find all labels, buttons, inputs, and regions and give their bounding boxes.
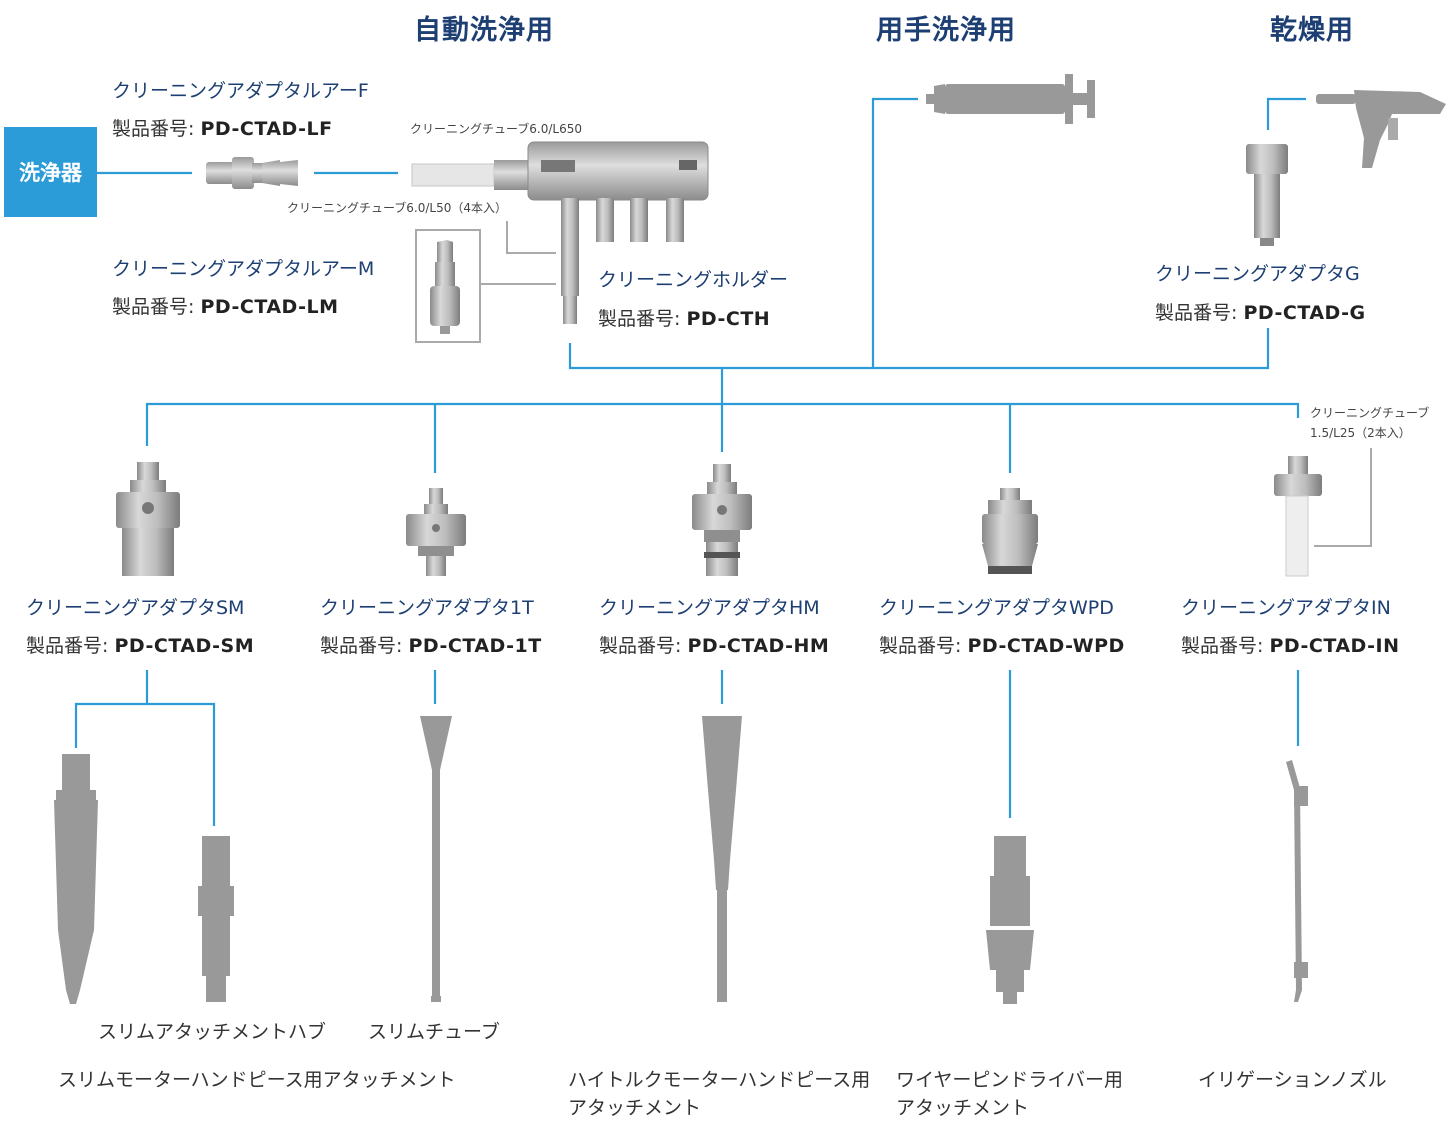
sm-adapter-number: 製品番号: PD-CTAD-SM (26, 635, 255, 657)
1t-adapter-number: 製品番号: PD-CTAD-1T (320, 635, 542, 657)
washer-box: 洗浄器 (4, 127, 97, 217)
high-torque-attachment-image (702, 716, 742, 1002)
caption-high-torque-line1: ハイトルクモーターハンドピース用 (568, 1069, 871, 1091)
1t-adapter-image (406, 488, 466, 576)
holder-name: クリーニングホルダー (598, 269, 789, 291)
luer-f-name: クリーニングアダプタルアーF (112, 80, 369, 102)
1t-adapter-name: クリーニングアダプタ1T (320, 597, 534, 619)
sm-adapter-image (116, 462, 180, 576)
connector-lines (74, 97, 1306, 826)
tube-50-note: クリーニングチューブ6.0/L50（4本入） (287, 201, 507, 215)
caption-high-torque-line2: アタッチメント (568, 1097, 702, 1119)
tube-25-note-line1: クリーニングチューブ (1310, 406, 1430, 420)
g-adapter-image (1246, 144, 1288, 246)
slim-attachment-image (54, 754, 98, 1004)
slim-hub-image (198, 836, 234, 1002)
luer-m-name: クリーニングアダプタルアーM (112, 258, 375, 280)
g-adapter-number: 製品番号: PD-CTAD-G (1155, 302, 1366, 324)
callout-lines (415, 221, 1372, 547)
caption-slim-hub: スリムアタッチメントハブ (98, 1021, 327, 1043)
hm-adapter-number: 製品番号: PD-CTAD-HM (599, 635, 830, 657)
wpd-adapter-name: クリーニングアダプタWPD (879, 597, 1114, 619)
irrigation-nozzle-image (1286, 760, 1308, 1002)
luer-m-adapter-image (430, 240, 460, 334)
section-title-dry: 乾燥用 (1270, 15, 1354, 46)
section-title-manual: 用手洗浄用 (876, 15, 1016, 46)
in-adapter-image (1274, 456, 1322, 577)
slim-tube-image (420, 716, 452, 1002)
luer-f-number: 製品番号: PD-CTAD-LF (112, 118, 333, 140)
wpd-adapter-image (982, 488, 1038, 574)
tube-25-note-line2: 1.5/L25（2本入） (1310, 426, 1411, 440)
caption-wire-driver-line1: ワイヤーピンドライバー用 (896, 1069, 1124, 1091)
luer-m-number: 製品番号: PD-CTAD-LM (112, 296, 339, 318)
wpd-adapter-number: 製品番号: PD-CTAD-WPD (879, 635, 1125, 657)
caption-slim-tube: スリムチューブ (368, 1021, 500, 1043)
caption-wire-driver-line2: アタッチメント (896, 1097, 1030, 1119)
caption-irrigation: イリゲーションノズル (1198, 1069, 1387, 1091)
caption-slim-attachment: スリムモーターハンドピース用アタッチメント (58, 1069, 456, 1091)
air-gun-image (1316, 90, 1446, 168)
hm-adapter-image (692, 464, 752, 576)
luer-f-adapter-image (206, 157, 298, 189)
cleaning-holder-image (411, 141, 709, 324)
g-adapter-name: クリーニングアダプタG (1155, 263, 1360, 285)
holder-number: 製品番号: PD-CTH (598, 308, 771, 330)
in-adapter-name: クリーニングアダプタIN (1181, 597, 1391, 619)
wire-driver-attachment-image (986, 836, 1034, 1004)
section-title-auto: 自動洗浄用 (414, 15, 554, 46)
tube-650-note: クリーニングチューブ6.0/L650 (410, 122, 582, 136)
syringe-image (926, 74, 1095, 124)
sm-adapter-name: クリーニングアダプタSM (26, 597, 245, 619)
in-adapter-number: 製品番号: PD-CTAD-IN (1181, 635, 1400, 657)
hm-adapter-name: クリーニングアダプタHM (599, 597, 820, 619)
